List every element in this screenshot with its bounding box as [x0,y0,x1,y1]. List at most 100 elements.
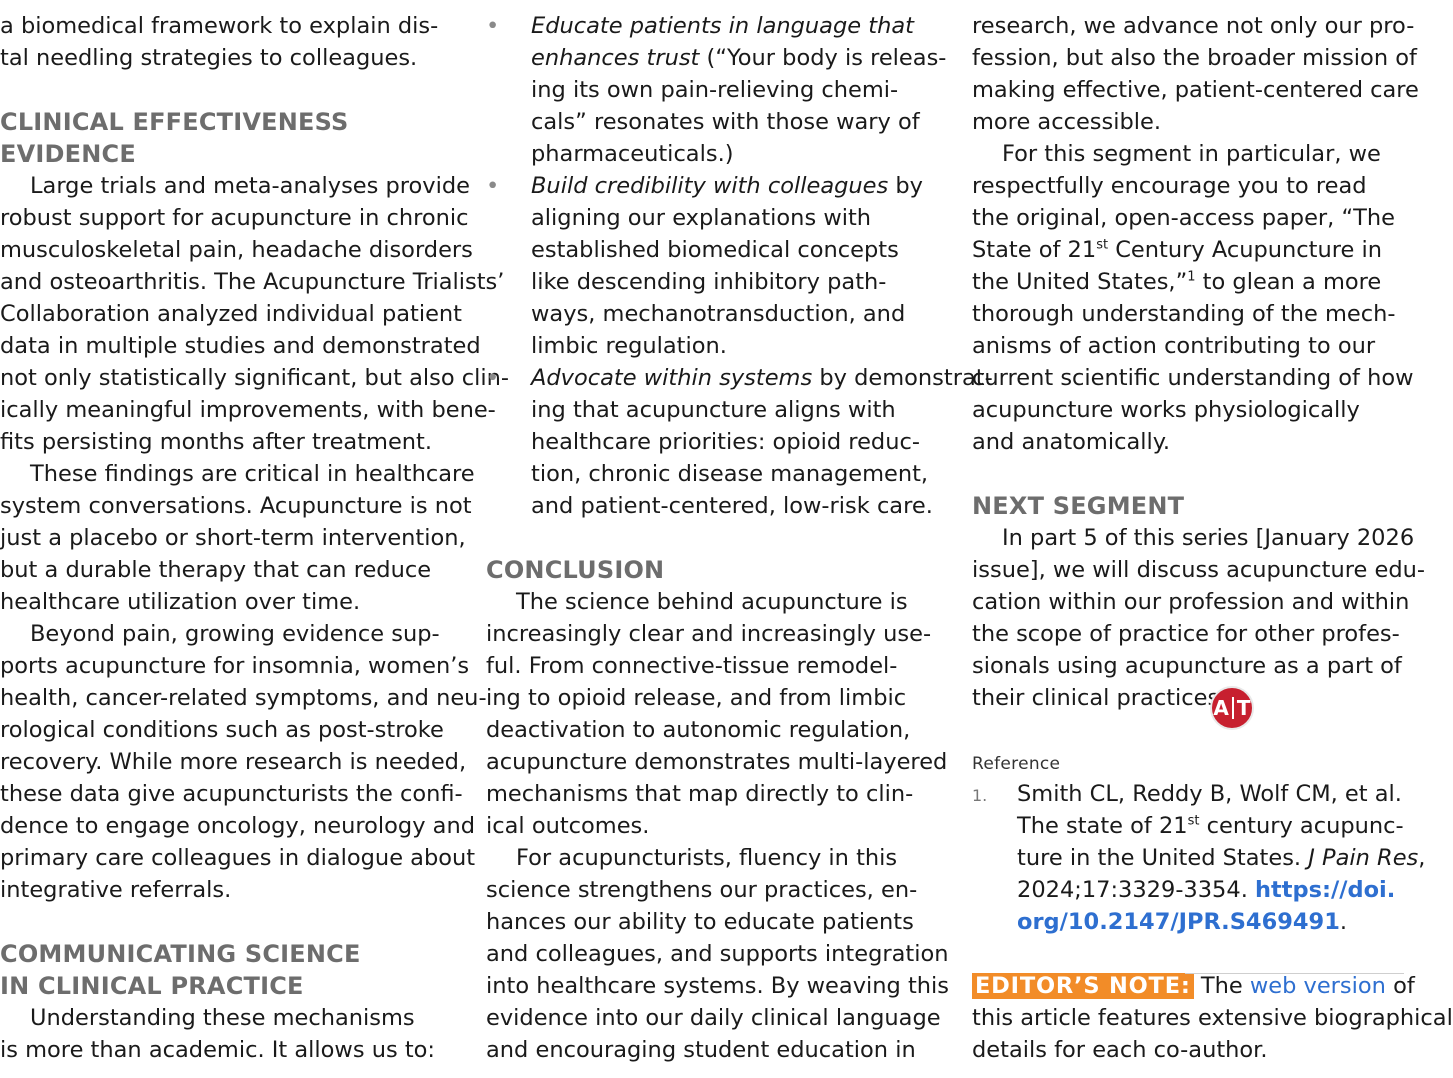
body-line: hances our ability to educate patients [486,909,914,935]
body-line: For this segment in particular, we [1002,141,1381,167]
body-line: acupuncture works physiologically [972,397,1360,423]
body-line: system conversations. Acupuncture is not [0,493,472,519]
body-line: and encouraging student education in [486,1037,916,1063]
body-line: ical outcomes. [486,813,650,839]
body-line: fession, but also the broader mission of [972,45,1417,71]
body-line: ically meaningful improvements, with ben… [0,397,496,423]
reference-line: ture in the United States. J Pain Res, [1017,845,1426,871]
body-line: mechanisms that map directly to clin- [486,781,914,807]
section-heading-conclusion: CONCLUSION [486,556,665,584]
body-line: the scope of practice for other profes- [972,621,1400,647]
body-line: fits persisting months after treatment. [0,429,433,455]
body-line: In part 5 of this series [January 2026 [1002,525,1415,551]
bullet-line: cals” resonates with those wary of [531,109,920,135]
body-line: musculoskeletal pain, headache disorders [0,237,473,263]
bullet-line: established biomedical concepts [531,237,899,263]
section-heading-clinical-effectiveness: EVIDENCE [0,140,136,168]
body-line: issue], we will discuss acupuncture edu- [972,557,1425,583]
body-line: more accessible. [972,109,1162,135]
body-line: but a durable therapy that can reduce [0,557,432,583]
doi-link[interactable]: org/10.2147/JPR.S469491 [1017,909,1340,935]
bullet-lead: Advocate within systems by demonstrat- [531,365,993,391]
body-line: research, we advance not only our pro- [972,13,1415,39]
body-line: the United States,”1 to glean a more [972,269,1382,295]
body-line: and anatomically. [972,429,1170,455]
body-line: integrative referrals. [0,877,232,903]
body-line: tal needling strategies to colleagues. [0,45,418,71]
body-line: and colleagues, and supports integration [486,941,949,967]
body-line: ful. From connective-tissue remodel- [486,653,898,679]
body-line: ports acupuncture for insomnia, women’s [0,653,470,679]
bullet-line: tion, chronic disease management, [531,461,929,487]
reference-line: The state of 21st century acupunc- [1017,813,1404,839]
body-line: sionals using acupuncture as a part of [972,653,1402,679]
body-line: health, cancer-related symptoms, and neu… [0,685,487,711]
body-line: primary care colleagues in dialogue abou… [0,845,476,871]
bullet-line: pharmaceuticals.) [531,141,734,167]
reference-heading: Reference [972,754,1061,774]
section-heading-communicating-science: COMMUNICATING SCIENCE [0,940,361,968]
body-line: the original, open-access paper, “The [972,205,1395,231]
body-line: dence to engage oncology, neurology and [0,813,476,839]
body-line: data in multiple studies and demonstrate… [0,333,481,359]
editor-note-rule [1185,973,1404,974]
body-line: For acupuncturists, fluency in this [516,845,898,871]
body-line: increasingly clear and increasingly use- [486,621,932,647]
bullet-line: like descending inhibitory path- [531,269,887,295]
section-heading-next-segment: NEXT SEGMENT [972,492,1185,520]
bullet-icon: • [486,13,500,39]
body-line: these data give acupuncturists the confi… [0,781,463,807]
editor-note-line: this article features extensive biograph… [972,1005,1453,1031]
editor-note-line: details for each co-author. [972,1037,1268,1063]
body-line: science strengthens our practices, en- [486,877,918,903]
reference-line: org/10.2147/JPR.S469491. [1017,909,1348,935]
section-heading-clinical-effectiveness: CLINICAL EFFECTIVENESS [0,108,349,136]
reference-line: 2024;17:3329-3354. https://doi. [1017,877,1396,903]
body-line: healthcare utilization over time. [0,589,361,615]
body-line: Collaboration analyzed individual patien… [0,301,463,327]
bullet-line: ing that acupuncture aligns with [531,397,896,423]
body-line: Understanding these mechanisms [30,1005,415,1031]
body-line: and osteoarthritis. The Acupuncture Tria… [0,269,505,295]
bullet-line: healthcare priorities: opioid reduc- [531,429,920,455]
bullet-line: enhances trust (“Your body is releas- [531,45,947,71]
editor-note-tag: EDITOR’S NOTE: [972,973,1194,999]
body-line: These findings are critical in healthcar… [30,461,475,487]
body-line: ing to opioid release, and from limbic [486,685,907,711]
body-line: robust support for acupuncture in chroni… [0,205,469,231]
web-version-link[interactable]: web version [1249,973,1386,999]
body-line: just a placebo or short-term interventio… [0,525,466,551]
bullet-lead: Educate patients in language that [531,13,914,39]
body-line: is more than academic. It allows us to: [0,1037,436,1063]
body-line: making effective, patient-centered care [972,77,1419,103]
reference-number: 1. [972,786,988,805]
body-line: rological conditions such as post-stroke [0,717,444,743]
bullet-line: aligning our explanations with [531,205,872,231]
body-line: evidence into our daily clinical languag… [486,1005,941,1031]
body-line: their clinical practices. [972,685,1227,711]
bullet-line: and patient-centered, low-risk care. [531,493,933,519]
body-line: anisms of action contributing to our [972,333,1376,359]
body-line: thorough understanding of the mech- [972,301,1396,327]
bullet-icon: • [486,365,500,391]
reference-line: Smith CL, Reddy B, Wolf CM, et al. [1017,781,1402,807]
bullet-line: ing its own pain-relieving chemi- [531,77,899,103]
bullet-line: limbic regulation. [531,333,727,359]
bullet-line: ways, mechanotransduction, and [531,301,906,327]
body-line: Beyond pain, growing evidence sup- [30,621,440,647]
doi-link[interactable]: https://doi. [1255,877,1396,903]
body-line: The science behind acupuncture is [516,589,908,615]
body-line: acupuncture demonstrates multi-layered [486,749,948,775]
body-line: into healthcare systems. By weaving this [486,973,950,999]
body-line: a biomedical framework to explain dis- [0,13,439,39]
body-line: cation within our profession and within [972,589,1410,615]
bullet-lead: Build credibility with colleagues by [531,173,923,199]
editor-note-line: EDITOR’S NOTE: The web version of [972,970,1415,1002]
body-line: current scientific understanding of how [972,365,1414,391]
body-line: deactivation to autonomic regulation, [486,717,911,743]
body-line: recovery. While more research is needed, [0,749,467,775]
body-line: respectfully encourage you to read [972,173,1367,199]
section-heading-communicating-science: IN CLINICAL PRACTICE [0,972,304,1000]
bullet-icon: • [486,173,500,199]
